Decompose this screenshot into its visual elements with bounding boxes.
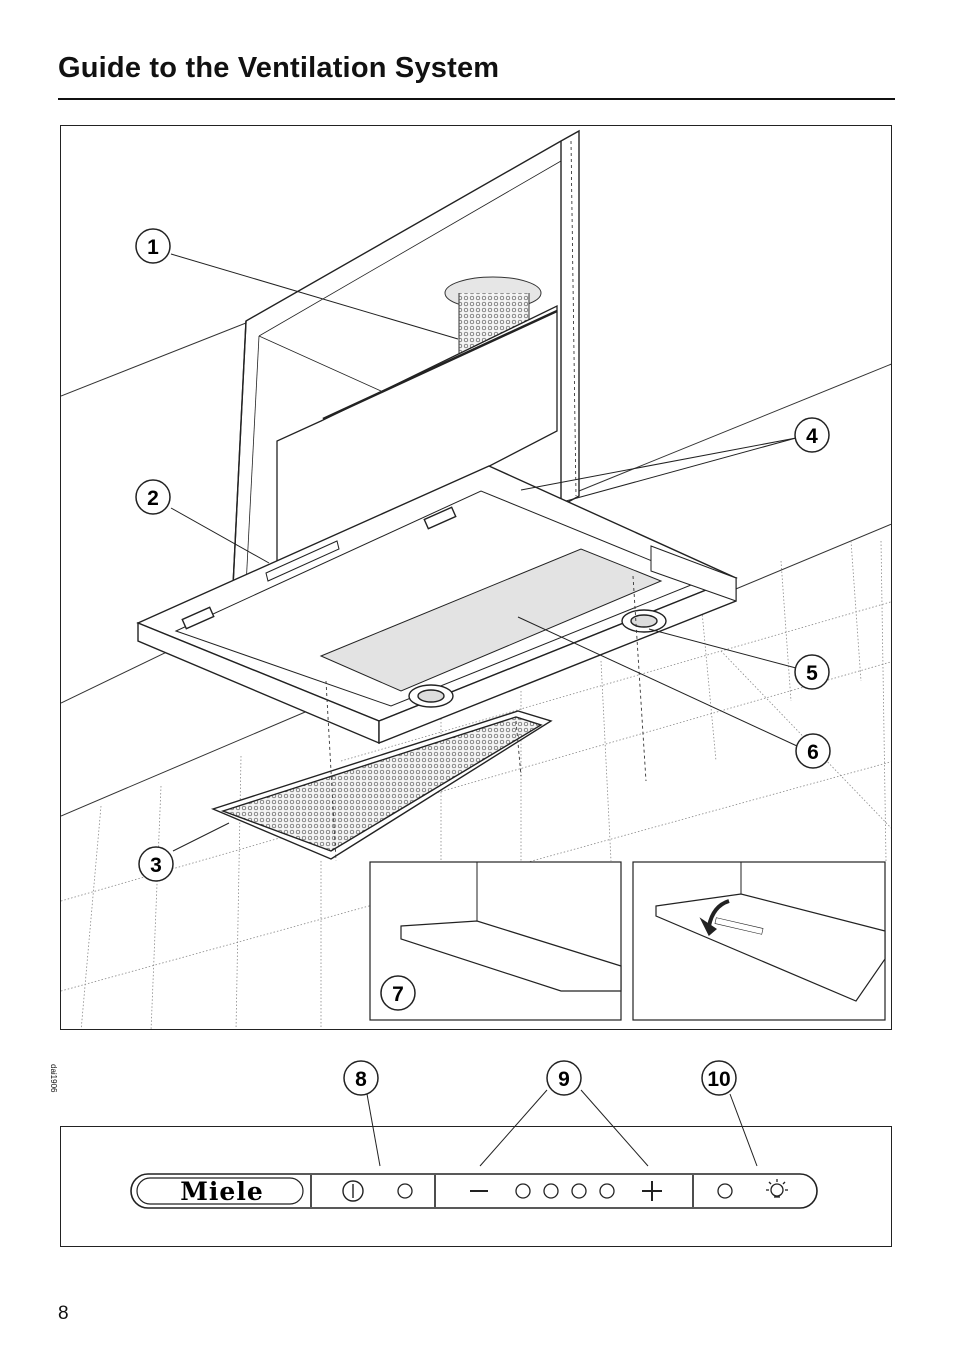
callout-7: 7 [380, 975, 416, 1011]
ventilation-hood-illustration: 1 2 3 4 5 6 7 [60, 125, 892, 1030]
light-icon[interactable] [766, 1179, 788, 1198]
callout-label: 4 [806, 425, 818, 448]
alignment-lines [325, 575, 647, 862]
callout-label: 6 [807, 741, 819, 764]
callout-2: 2 [135, 479, 171, 515]
grease-filter [210, 710, 553, 860]
inset-open [632, 861, 886, 1021]
callout-label: 5 [806, 662, 818, 685]
callout-label: 7 [392, 983, 404, 1006]
callout-4: 4 [794, 417, 830, 453]
power-icon[interactable] [342, 1180, 364, 1202]
callout-3: 3 [138, 846, 174, 882]
callout-9: 9 [546, 1060, 582, 1096]
callout-label: 8 [355, 1068, 367, 1091]
wall-tiles [61, 540, 891, 1029]
page-title: Guide to the Ventilation System [58, 52, 500, 84]
callout-6: 6 [795, 733, 831, 769]
speed-led-2 [543, 1183, 559, 1199]
callout-5: 5 [794, 654, 830, 690]
leader-lines [170, 253, 798, 852]
callout-label: 9 [558, 1068, 570, 1091]
panel-callouts: 8 9 10 [343, 1060, 758, 1167]
speed-led-1 [515, 1183, 531, 1199]
page-number: 8 [58, 1303, 69, 1324]
speed-led-4 [599, 1183, 615, 1199]
light-indicator-led [717, 1183, 733, 1199]
callout-label: 10 [707, 1068, 730, 1091]
hood-body [136, 465, 738, 745]
brand-logo: Miele [180, 1177, 263, 1206]
callout-1: 1 [135, 228, 171, 264]
callout-label: 2 [147, 487, 159, 510]
plus-icon[interactable] [642, 1181, 662, 1201]
callout-10: 10 [701, 1060, 737, 1096]
callout-8: 8 [343, 1060, 379, 1096]
title-divider [58, 98, 895, 100]
callout-label: 3 [150, 854, 162, 877]
speed-led-3 [571, 1183, 587, 1199]
power-indicator-led [397, 1183, 413, 1199]
callout-label: 1 [147, 236, 159, 259]
control-panel-box: Miele [60, 1126, 892, 1247]
